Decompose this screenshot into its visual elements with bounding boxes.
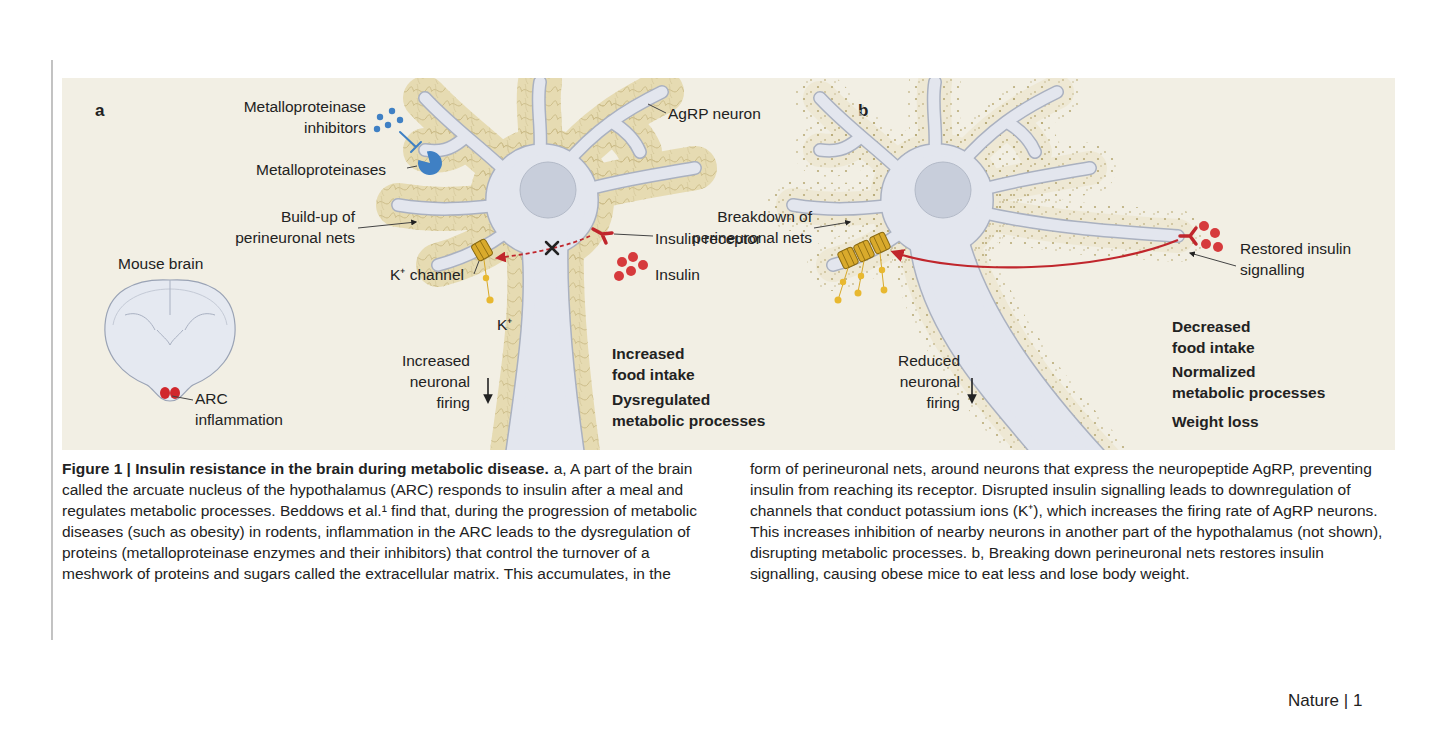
figure-caption: a, A part of the brain called the arcuat… [62, 460, 1382, 582]
callout-label: Increased neuronal firing [380, 350, 470, 413]
callout-label: Metalloproteinases [256, 159, 386, 180]
callout-label: Insulin [655, 264, 700, 285]
margin-rule [51, 60, 52, 640]
caption-block: Figure 1 | Insulin resistance in the bra… [62, 458, 1392, 584]
callout-label: Decreased food intake [1172, 316, 1272, 358]
figure-title: Figure 1 | Insulin resistance in the bra… [62, 460, 549, 477]
callout-label: Breakdown of perineuronal nets [682, 206, 812, 248]
callout-label: Increased food intake [612, 343, 717, 385]
callout-label: Build-up of perineuronal nets [215, 206, 355, 248]
callout-label: Reduced neuronal firing [870, 350, 960, 413]
callout-label: Restored insulin signalling [1240, 238, 1352, 280]
callout-label: K⁺ channel [390, 264, 464, 285]
callout-label: Normalized metabolic processes [1172, 361, 1328, 403]
callout-label: K⁺ [497, 314, 512, 335]
panel-letter: a [95, 100, 104, 121]
page-footer: Nature | 1 [1288, 690, 1362, 711]
callout-label: AgRP neuron [668, 103, 761, 124]
callout-label: Dysregulated metabolic processes [612, 389, 768, 431]
callout-label: ARC inflammation [195, 388, 290, 430]
brain-title: Mouse brain [118, 253, 203, 274]
callout-label: Weight loss [1172, 411, 1259, 432]
callout-label: Metalloproteinase inhibitors [216, 96, 366, 138]
